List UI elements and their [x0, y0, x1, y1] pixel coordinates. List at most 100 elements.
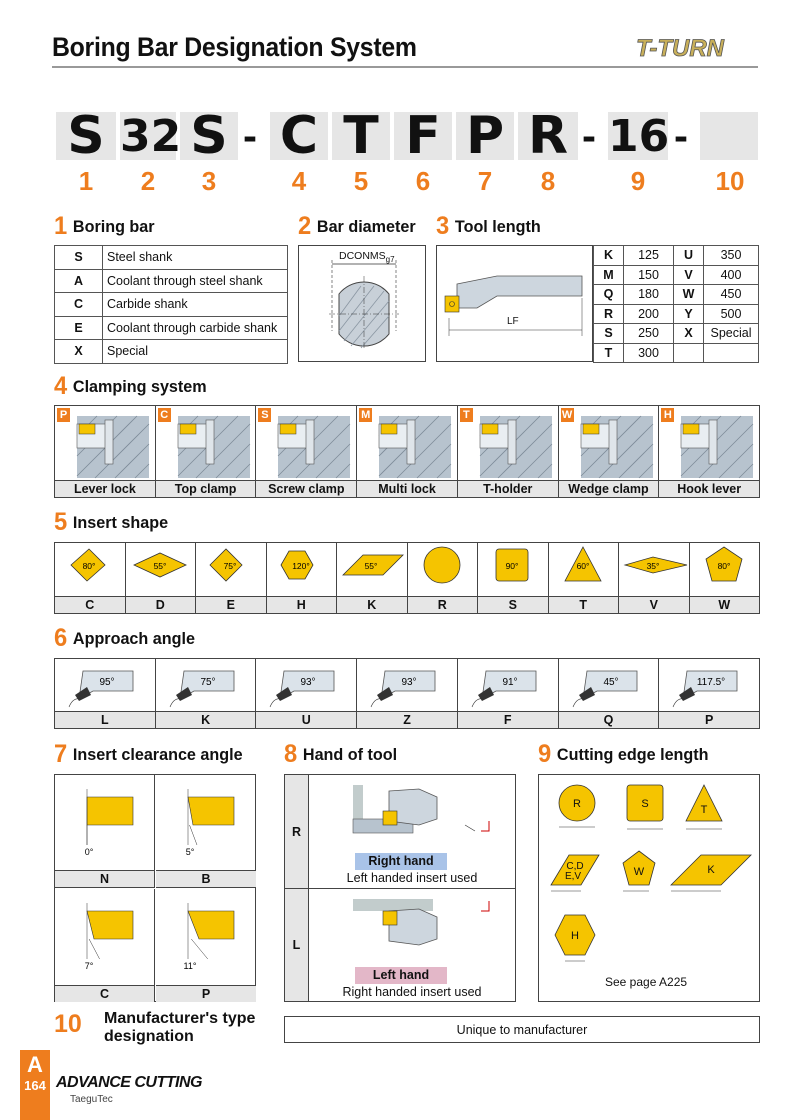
left-hand-name: Left hand — [355, 967, 447, 984]
page-tab: A 164 — [20, 1050, 50, 1120]
clearance-option: 7°C — [55, 889, 155, 1002]
manufacturer-text: Unique to manufacturer — [284, 1016, 760, 1043]
left-hand-diagram — [353, 899, 490, 946]
insert-shape-option: 55°K — [337, 543, 408, 613]
insert-shape-option: 55° D — [125, 543, 196, 613]
svg-text:55°: 55° — [365, 561, 378, 571]
insert-shape-option: 80°W — [689, 543, 759, 613]
approach-angle-icon: 117.5° — [673, 670, 738, 708]
code-part-6: F — [394, 110, 452, 162]
svg-text:120°: 120° — [292, 561, 310, 571]
insert-shape-label: D — [125, 596, 195, 613]
svg-text:45°: 45° — [603, 677, 618, 688]
insert-shape-label: V — [619, 596, 689, 613]
see-page-link[interactable]: See page A225 — [605, 975, 688, 989]
code-number: 6 — [415, 166, 431, 196]
code-number: 4 — [291, 166, 307, 196]
insert-shape-icon: 75° — [209, 548, 243, 582]
svg-text:93°: 93° — [301, 677, 316, 688]
clamp-diagram — [278, 415, 351, 479]
approach-angle-icon: 45° — [572, 670, 637, 708]
code-number: 9 — [630, 166, 646, 196]
svg-text:35°: 35° — [647, 561, 660, 571]
code-number: 2 — [140, 166, 156, 196]
section-title-manufacturer: Manufacturer's type designation — [104, 1010, 256, 1045]
insert-shape-icon: 120° — [280, 550, 313, 580]
taegutec-label: TaeguTec — [70, 1094, 113, 1105]
code-dash: - — [243, 112, 257, 159]
page-number: 164 — [24, 1078, 46, 1093]
clearance-angle-grid: (function(){ const pos=[[0,0],[101,0],[0… — [54, 774, 256, 1002]
insert-shape-icon: 80° — [70, 548, 106, 582]
insert-shape-option: 60°T — [548, 543, 619, 613]
cutting-edge-shapes: R S T C,D E,V W K H — [550, 784, 752, 962]
clamp-label: Multi lock — [357, 480, 457, 497]
approach-angle-option: 93°Z — [357, 659, 458, 728]
clamping-option: P Lever lock — [55, 406, 156, 497]
tab-letter: A — [27, 1052, 43, 1077]
svg-text:T: T — [701, 804, 708, 816]
insert-shape-icon — [423, 546, 460, 584]
left-hand-option: Left hand Right handed insert used — [309, 889, 515, 1001]
right-hand-option: Right hand Left handed insert used — [309, 775, 515, 889]
svg-text:80°: 80° — [717, 561, 730, 571]
cutting-edge-diagram: R S T C,D E,V W K H See page A225 — [538, 774, 760, 1002]
clearance-label: N — [55, 870, 154, 887]
svg-text:60°: 60° — [576, 561, 589, 571]
clearance-label: C — [55, 985, 154, 1002]
code-part-7: P — [456, 110, 514, 162]
clamp-code: T — [459, 408, 473, 422]
svg-text:W: W — [634, 866, 645, 878]
insert-shape-label: S — [478, 596, 548, 613]
right-hand-note: Left handed insert used — [346, 871, 478, 885]
code-part-8: R — [518, 110, 578, 162]
clamp-code: P — [57, 408, 70, 422]
section-number-10: 10 — [54, 1010, 82, 1038]
tool-length-diagram: LF — [436, 245, 593, 362]
clearance-label: P — [156, 985, 256, 1002]
svg-text:5°: 5° — [186, 847, 195, 857]
clearance-option: 11°P — [156, 889, 256, 1002]
approach-angle-label: U — [256, 711, 357, 728]
approach-angle-row: (function(){ for(let i=0;i<7;i++){ docum… — [54, 658, 760, 729]
insert-shape-label: R — [407, 596, 477, 613]
clamp-diagram — [76, 415, 150, 479]
hand-of-tool-grid: R Right hand Left handed insert used L L… — [284, 774, 516, 1002]
approach-angle-option: 93° U — [256, 659, 358, 728]
svg-text:55°: 55° — [153, 561, 166, 571]
insert-shape-icon: 80° — [705, 546, 742, 582]
svg-text:R: R — [573, 798, 581, 810]
clamp-label: Top clamp — [155, 480, 256, 497]
clamp-diagram — [479, 415, 553, 479]
clamp-label: Wedge clamp — [558, 480, 659, 497]
left-hand-note: Right handed insert used — [342, 985, 482, 999]
clamp-label: Screw clamp — [256, 480, 357, 497]
svg-text:E,V: E,V — [565, 871, 581, 882]
approach-angle-icon: 93° — [270, 670, 335, 708]
approach-angle-label: Z — [357, 711, 457, 728]
clearance-icon: 0° — [85, 789, 134, 857]
page-title: Boring Bar Designation System — [52, 32, 417, 62]
dconms-label: DCONMSg7 — [339, 250, 395, 265]
insert-shape-icon: 90° — [495, 548, 529, 582]
code-dash: - — [674, 112, 688, 159]
svg-text:75°: 75° — [200, 677, 215, 688]
clamp-label: Lever lock — [55, 480, 155, 497]
approach-angle-option: 95°L — [55, 659, 156, 728]
code-number: 1 — [78, 166, 94, 196]
approach-angle-option: 91°F — [457, 659, 559, 728]
clamp-diagram — [378, 415, 452, 479]
